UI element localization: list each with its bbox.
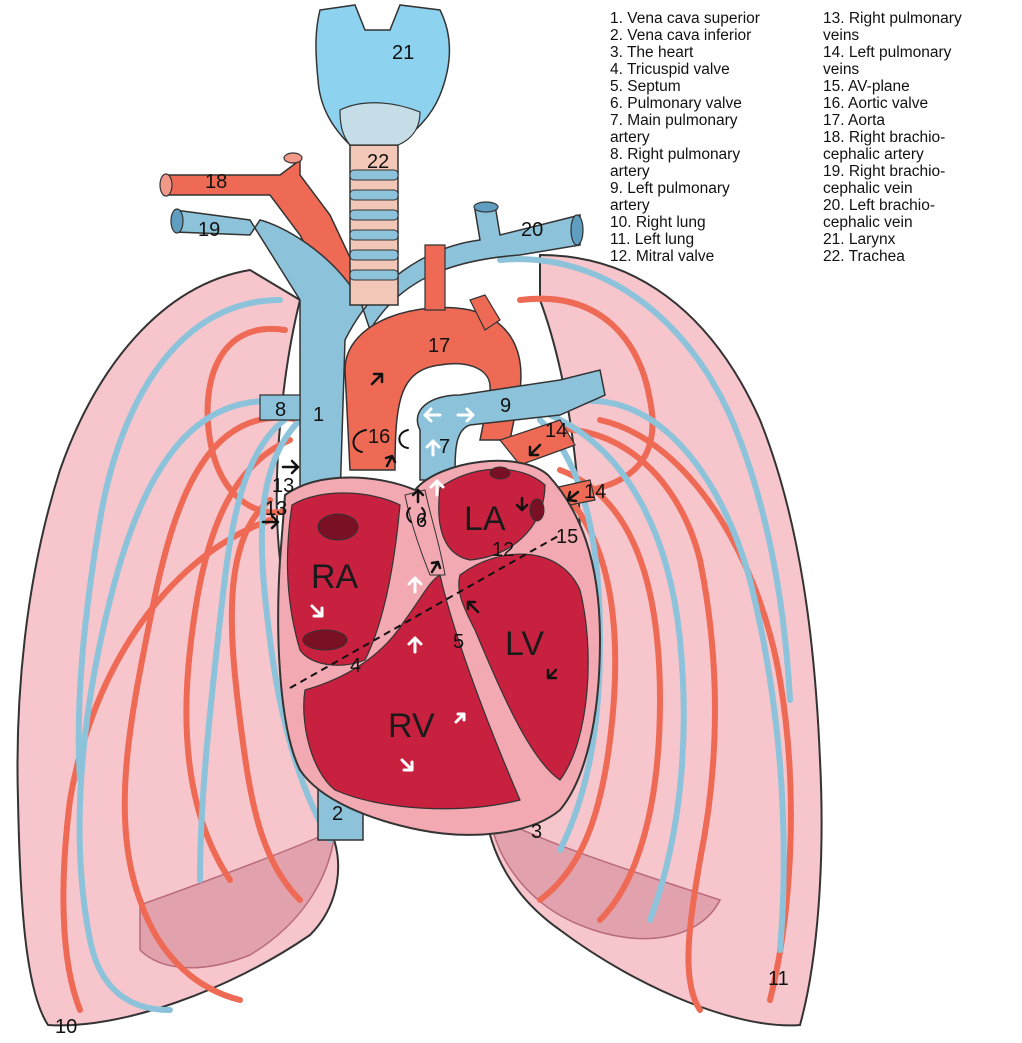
legend-item-19: 19. Right brachio- cephalic vein xyxy=(823,163,1018,197)
label-22: 22 xyxy=(367,151,389,173)
legend-right: 13. Right pulmonary veins 14. Left pulmo… xyxy=(823,10,1018,265)
label-21: 21 xyxy=(392,42,414,64)
legend-item-10: 10. Right lung xyxy=(610,214,810,231)
label-18: 18 xyxy=(205,171,227,193)
legend-item-1: 1. Vena cava superior xyxy=(610,10,810,27)
legend-item-5: 5. Septum xyxy=(610,78,810,95)
label-13b: 13 xyxy=(265,498,287,520)
label-lv: LV xyxy=(505,625,544,663)
legend-item-18: 18. Right brachio- cephalic artery xyxy=(823,129,1018,163)
label-14a: 14 xyxy=(545,420,567,442)
legend-item-21: 21. Larynx xyxy=(823,231,1018,248)
legend-item-20: 20. Left brachio- cephalic vein xyxy=(823,197,1018,231)
larynx xyxy=(316,5,450,145)
heart xyxy=(278,461,600,835)
legend-item-7: 7. Main pulmonary artery xyxy=(610,112,810,146)
label-12: 12 xyxy=(492,539,514,561)
legend-item-14: 14. Left pulmonary veins xyxy=(823,44,1018,78)
label-7: 7 xyxy=(439,436,450,458)
label-rv: RV xyxy=(388,707,435,745)
legend-item-8: 8. Right pulmonary artery xyxy=(610,146,810,180)
legend-item-2: 2. Vena cava inferior xyxy=(610,27,810,44)
label-la: LA xyxy=(464,500,506,538)
label-ra: RA xyxy=(311,558,359,596)
legend-left: 1. Vena cava superior 2. Vena cava infer… xyxy=(610,10,810,265)
label-8: 8 xyxy=(275,399,286,421)
legend-item-12: 12. Mitral valve xyxy=(610,248,810,265)
legend-item-15: 15. AV-plane xyxy=(823,78,1018,95)
label-13a: 13 xyxy=(272,475,294,497)
legend-item-13: 13. Right pulmonary veins xyxy=(823,10,1018,44)
legend-item-16: 16. Aortic valve xyxy=(823,95,1018,112)
label-3: 3 xyxy=(531,821,542,843)
label-19: 19 xyxy=(198,219,220,241)
legend-item-17: 17. Aorta xyxy=(823,112,1018,129)
legend-item-6: 6. Pulmonary valve xyxy=(610,95,810,112)
label-15: 15 xyxy=(556,526,578,548)
label-2: 2 xyxy=(332,803,343,825)
label-20: 20 xyxy=(521,219,543,241)
label-5: 5 xyxy=(453,631,464,653)
label-9: 9 xyxy=(500,395,511,417)
legend-item-22: 22. Trachea xyxy=(823,248,1018,265)
label-16: 16 xyxy=(368,426,390,448)
label-17: 17 xyxy=(428,335,450,357)
legend-item-11: 11. Left lung xyxy=(610,231,810,248)
label-1: 1 xyxy=(313,404,324,426)
label-10: 10 xyxy=(55,1016,77,1038)
legend-item-3: 3. The heart xyxy=(610,44,810,61)
label-4: 4 xyxy=(350,655,361,677)
label-6: 6 xyxy=(416,510,427,532)
legend-item-4: 4. Tricuspid valve xyxy=(610,61,810,78)
legend-item-9: 9. Left pulmonary artery xyxy=(610,180,810,214)
label-11: 11 xyxy=(768,968,789,990)
label-14b: 14 xyxy=(584,481,606,503)
